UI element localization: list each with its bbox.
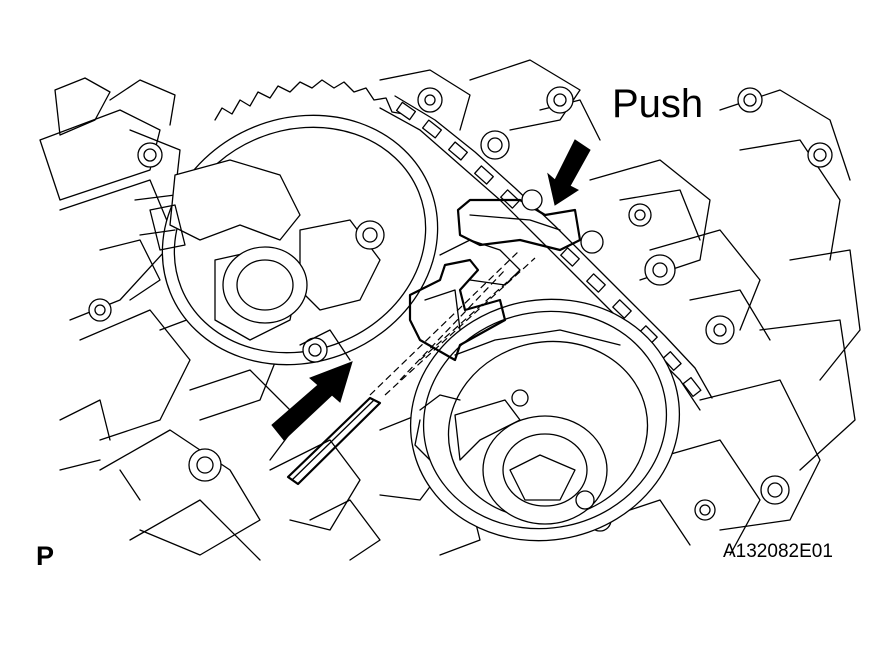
left-cam-sprocket xyxy=(139,79,439,366)
chain-tensioner xyxy=(439,189,604,286)
view-code: P xyxy=(36,541,55,571)
figure-id: A132082E01 xyxy=(723,541,833,562)
push-label: Push xyxy=(612,82,704,126)
hidden-lines xyxy=(369,249,536,396)
chain-guide xyxy=(408,258,507,362)
push-arrow xyxy=(547,139,591,206)
lock-pin xyxy=(286,396,382,486)
right-cam-sprocket xyxy=(409,298,681,542)
insert-arrow xyxy=(271,361,353,441)
